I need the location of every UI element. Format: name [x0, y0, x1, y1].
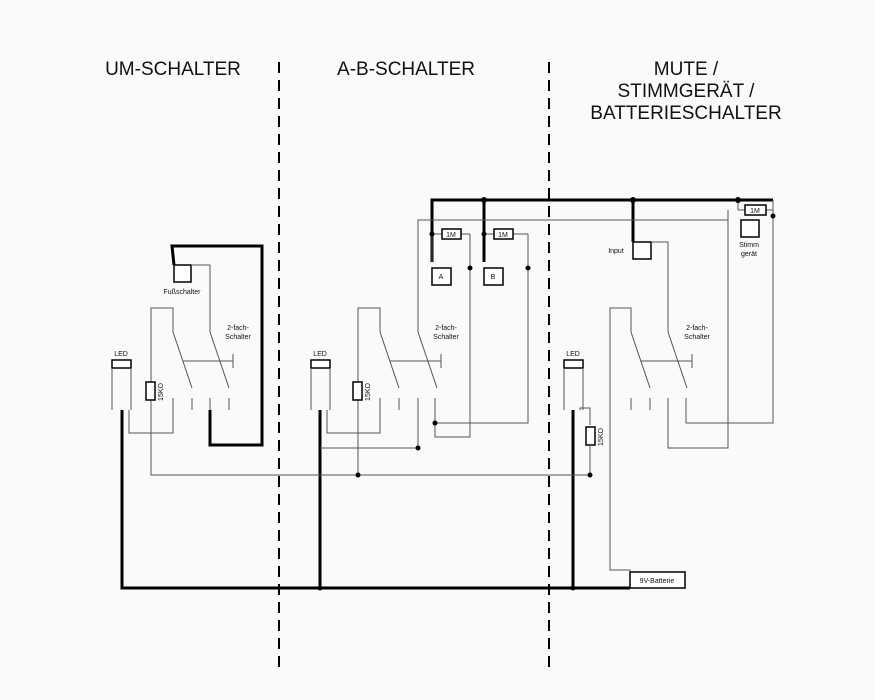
um-led [111, 359, 132, 369]
ab-schalter-circuit: 1M A 1M B 2-fach- Schalter [310, 228, 529, 475]
um-led-label: LED [114, 351, 128, 358]
output-bus [417, 210, 729, 303]
ab-switch-contacts [379, 303, 442, 410]
ab-2fach-label-line1: 2-fach- [435, 325, 457, 332]
ab-2fach-label-line2: Schalter [433, 334, 459, 341]
mute-led-label: LED [566, 351, 580, 358]
battery-plus-bus [150, 410, 591, 476]
ab-jack-b-label: B [491, 274, 496, 281]
fussschalter-label: Fußschalter [164, 289, 202, 296]
mute-circuit: Input 1M Stimm gerät 2-fach- Sch [563, 200, 774, 589]
mute-led [563, 359, 584, 369]
ab-resistor-a-label: 1M [446, 232, 456, 239]
junction-dot [570, 585, 576, 591]
junction-dot [355, 472, 361, 478]
junction-dot [770, 213, 776, 219]
junction-dots [317, 197, 776, 591]
junction-dot [630, 197, 636, 203]
fussschalter-jack [173, 264, 192, 283]
ab-resistor-15k [352, 381, 363, 401]
mute-2fach-label-line1: 2-fach- [686, 325, 708, 332]
junction-dot [317, 585, 323, 591]
fussschalter-loop [170, 244, 264, 447]
battery-label: 9V-Batterie [640, 578, 675, 585]
um-2fach-label-line1: 2-fach- [227, 325, 249, 332]
junction-dot [735, 197, 741, 203]
ab-led-label: LED [313, 351, 327, 358]
um-switch-contacts [172, 322, 234, 410]
input-bus [430, 198, 774, 262]
ab-jack-a [431, 267, 452, 286]
junction-dot [432, 420, 438, 426]
stimmgeraet-label-line1: Stimm [739, 242, 759, 249]
stimm-resistor-1m [744, 204, 767, 216]
section-title-ab-schalter: A-B-SCHALTER [337, 59, 475, 80]
ab-jack-a-label: A [439, 274, 444, 281]
ab-resistor-b-label: 1M [498, 232, 508, 239]
ab-led [310, 359, 331, 369]
stimmgeraet-label-line2: gerät [741, 251, 757, 258]
input-jack [632, 241, 652, 260]
junction-dot [481, 231, 487, 237]
ab-resistor-1m-b [493, 228, 514, 240]
stimm-resistor-label: 1M [750, 208, 760, 215]
junction-dot [587, 472, 593, 478]
um-resistor-15k [145, 381, 156, 401]
ab-resistor-1m-a [441, 228, 462, 240]
stimmgeraet-jack [740, 219, 760, 238]
um-resistor-label: 15KO [158, 382, 165, 400]
mute-resistor-15k [585, 426, 596, 446]
um-2fach-label-line2: Schalter [225, 334, 251, 341]
junction-dot [467, 265, 473, 271]
section-title-mute-line1: MUTE / [654, 59, 719, 80]
section-title-um-schalter: UM-SCHALTER [105, 59, 241, 80]
ab-resistor-15k-label: 15KO [365, 382, 372, 400]
mute-2fach-label-line2: Schalter [684, 334, 710, 341]
junction-dot [525, 265, 531, 271]
ab-jack-b [483, 267, 504, 286]
section-title-mute-line2: STIMMGERÄT / [618, 81, 756, 102]
mute-switch-contacts [630, 322, 693, 410]
mute-resistor-15k-label: 15KO [598, 427, 605, 445]
section-title-mute-line3: BATTERIESCHALTER [590, 103, 781, 124]
battery-9v [629, 571, 686, 589]
um-schalter-circuit: Fußschalter 2-fach- Schalter LED 15KO [111, 244, 264, 447]
junction-dot [429, 231, 435, 237]
junction-dot [415, 445, 421, 451]
ground-bus [120, 410, 630, 590]
input-label: Input [608, 248, 624, 255]
junction-dot [481, 197, 487, 203]
